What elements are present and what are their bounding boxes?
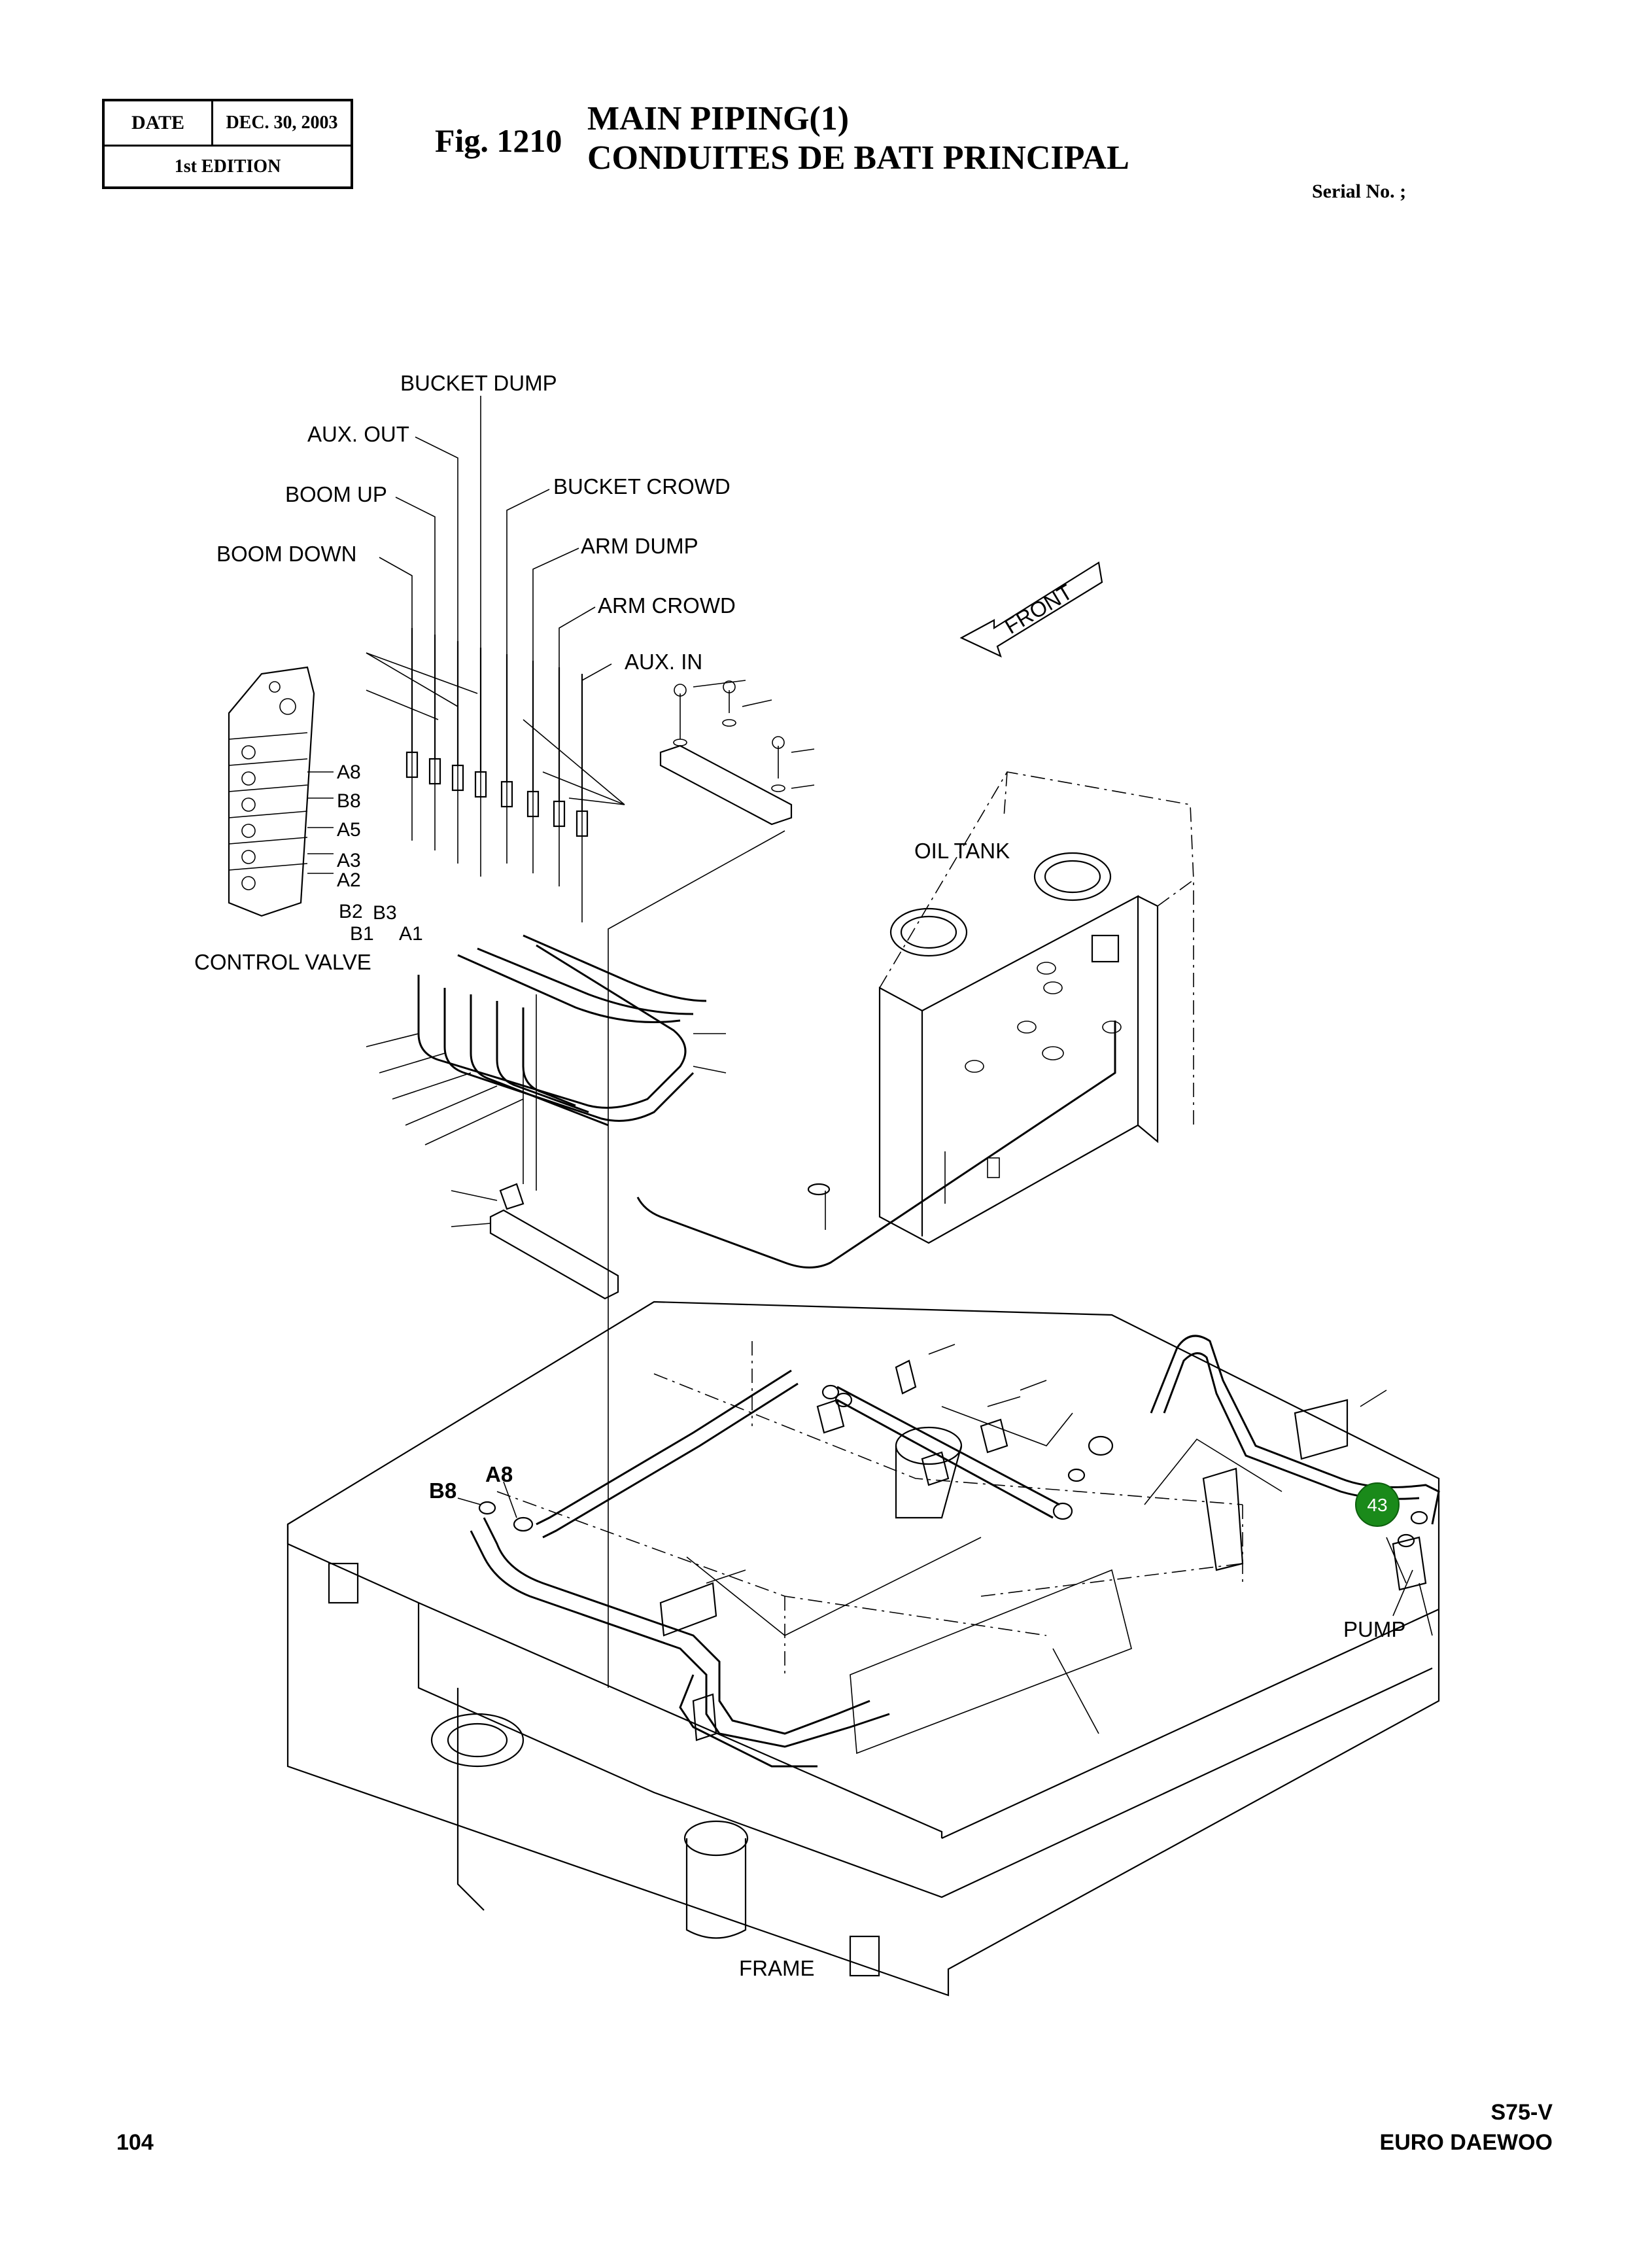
edition-label: 1st EDITION — [174, 156, 281, 177]
label-frame: FRAME — [739, 1956, 815, 1980]
control-valve — [228, 666, 334, 917]
callout-43[interactable]: 43 — [1355, 1482, 1400, 1527]
pilot-hoses — [405, 628, 589, 837]
label-pump: PUMP — [1343, 1617, 1405, 1641]
label-port-a3: A3 — [337, 850, 361, 871]
label-aux-out: AUX. OUT — [307, 422, 409, 446]
label-bucket-crowd: BUCKET CROWD — [553, 474, 731, 498]
label-frame-b8: B8 — [429, 1478, 456, 1503]
frame-piping — [457, 1335, 1440, 1768]
label-boom-down: BOOM DOWN — [216, 542, 356, 566]
label-port-b3: B3 — [373, 902, 397, 924]
label-control-valve: CONTROL VALVE — [194, 950, 371, 974]
date-edition-box: DATE DEC. 30, 2003 1st EDITION — [102, 99, 353, 189]
serial-number: Serial No. ; — [1312, 181, 1407, 202]
label-bucket-dump: BUCKET DUMP — [400, 371, 557, 395]
label-boom-up: BOOM UP — [285, 482, 387, 506]
page-title: MAIN PIPING(1) — [587, 100, 850, 137]
front-arrow — [959, 561, 1103, 658]
page-subtitle: CONDUITES DE BATI PRINCIPAL — [587, 139, 1129, 177]
label-port-b1: B1 — [350, 923, 374, 945]
frame — [286, 1301, 1440, 1997]
label-port-a1: A1 — [399, 923, 423, 945]
label-port-b8: B8 — [337, 790, 361, 812]
page-number: 104 — [116, 2130, 154, 2155]
clamp-bracket-top — [608, 680, 815, 1688]
figure-number: Fig. 1210 — [435, 122, 562, 159]
pipe-bundle-upper — [366, 934, 727, 1191]
label-port-a5: A5 — [337, 819, 361, 841]
oil-tank — [636, 771, 1194, 1268]
label-port-a8: A8 — [337, 761, 361, 783]
label-frame-a8: A8 — [485, 1462, 513, 1486]
label-aux-in: AUX. IN — [625, 650, 702, 674]
date-row: DATE DEC. 30, 2003 — [105, 101, 351, 147]
label-arm-dump: ARM DUMP — [581, 534, 698, 558]
clamp-block — [451, 1183, 619, 1300]
date-label: DATE — [105, 101, 213, 145]
label-oil-tank: OIL TANK — [914, 839, 1010, 863]
label-arm-crowd: ARM CROWD — [598, 593, 736, 618]
pump-fittings — [1392, 1536, 1427, 1617]
label-front: FRONT — [1001, 580, 1076, 638]
label-port-a2: A2 — [337, 869, 361, 891]
callout-circle[interactable] — [1355, 1482, 1400, 1527]
callout-number[interactable]: 43 — [1367, 1495, 1387, 1515]
label-port-b2: B2 — [339, 901, 363, 922]
model-name: S75-V — [1490, 2100, 1553, 2125]
date-value: DEC. 30, 2003 — [226, 113, 338, 133]
brand-name: EURO DAEWOO — [1379, 2130, 1553, 2155]
